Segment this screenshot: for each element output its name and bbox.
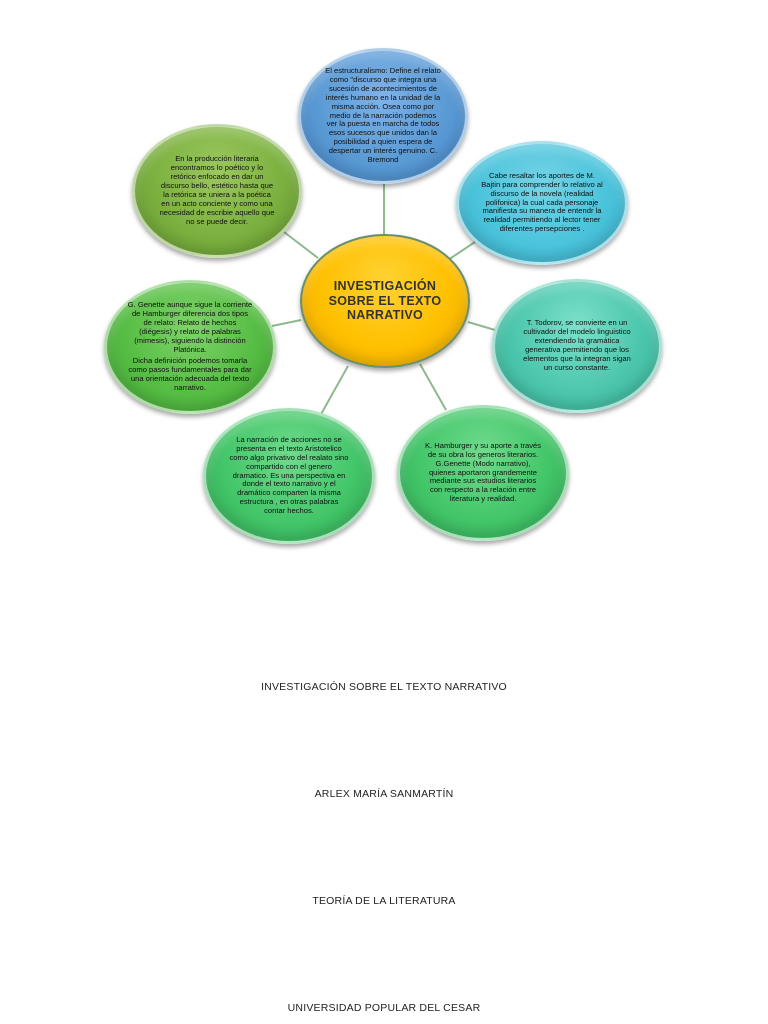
connector-top-right [447,239,479,261]
connector-top-left [283,231,319,259]
node-left-text: G. Genette aunque sigue la corriente de … [127,299,253,394]
course-name: TEORÍA DE LA LITERATURA [312,895,456,907]
connector-lines [271,182,496,417]
node-top-text: El estructuralismo: Define el relato com… [325,65,441,165]
node-bottom-left-aristoteles: La narración de acciones no se presenta … [203,408,375,544]
center-node: INVESTIGACIÓN SOBRE EL TEXTO NARRATIVO [300,234,470,368]
node-left-genette: G. Genette aunque sigue la corriente de … [104,280,276,414]
node-top-left-retorica: En la producción literaria encontramos l… [132,124,302,258]
node-top-estructuralismo: El estructuralismo: Define el relato com… [298,48,468,184]
university-name: UNIVERSIDAD POPULAR DEL CESAR [287,1002,481,1014]
node-left-paragraph-1: G. Genette aunque sigue la corriente de … [127,299,253,354]
node-left-paragraph-2: Dicha definición podemos tomarla como pa… [128,356,252,393]
connector-bottom-right [419,363,447,411]
document-title: INVESTIGACIÓN SOBRE EL TEXTO NARRATIVO [261,681,507,693]
node-top-right-bajtin: Cabe resaltar los aportes de M. Bajtin p… [456,141,628,265]
connector-right [467,321,496,331]
connector-bottom-left [319,365,349,417]
author-name: ARLEX MARÍA SANMARTÍN [314,788,454,800]
node-top-right-text: Cabe resaltar los aportes de M. Bajtin p… [481,170,603,234]
radial-diagram: INVESTIGACIÓN SOBRE EL TEXTO NARRATIVO E… [104,48,662,544]
node-top-left-text: En la producción literaria encontramos l… [159,154,275,226]
connector-left [271,319,302,327]
node-right-text: T. Todorov, se convierte en un cultivado… [523,318,631,372]
node-bottom-right-paragraph-2: G.Genette (Modo narrativo), quienes apor… [428,458,538,504]
node-right-todorov: T. Todorov, se convierte en un cultivado… [492,279,662,413]
node-bottom-right-paragraph-1: K. Hamburger y su aporte a través de su … [424,440,542,459]
node-bottom-right-text: K. Hamburger y su aporte a través de su … [424,440,542,505]
center-node-label: INVESTIGACIÓN SOBRE EL TEXTO NARRATIVO [328,279,442,323]
node-bottom-right-hamburger: K. Hamburger y su aporte a través de su … [397,405,569,541]
node-bottom-left-text: La narración de acciones no se presenta … [229,434,349,516]
